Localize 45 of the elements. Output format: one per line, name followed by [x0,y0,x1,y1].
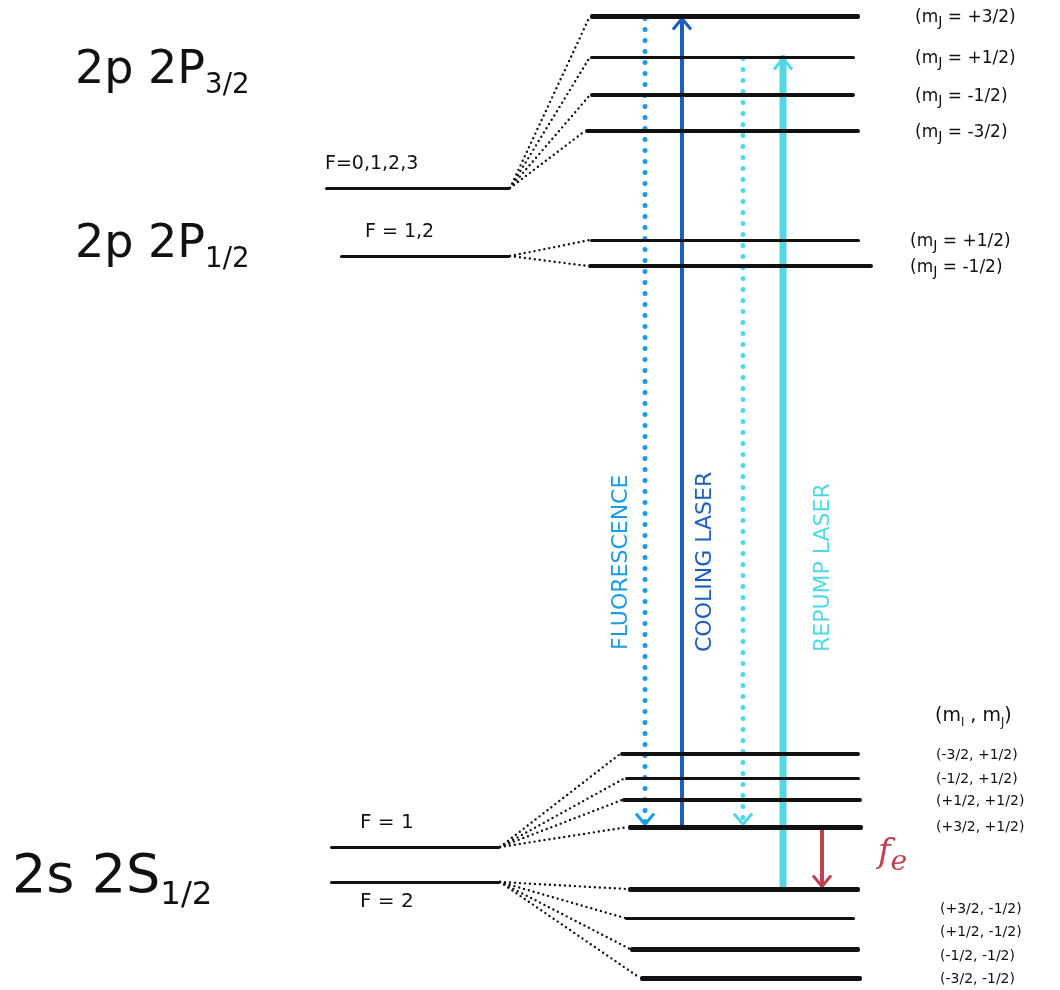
term-symbol: 2p 2P$_{3/2}$ [75,39,250,103]
level-label: (m$_{J}$ = +1/2) [910,230,1011,256]
energy-level-line [585,129,860,133]
quantum-number-label: (-1/2, -1/2) [940,946,1015,964]
term-symbol: 2p 2P$_{1/2}$ [75,213,250,277]
energy-level-line [630,946,860,952]
edge-label: COOLING LASER [692,471,716,652]
level-label: (m$_{J}$ = -3/2) [915,121,1008,147]
energy-level-line [625,916,855,920]
level-label: F = 2 [360,890,414,910]
level-label: (m$_{J}$ = +3/2) [915,6,1016,32]
level-label: F = 1,2 [365,220,435,240]
arrow [772,55,794,890]
edge-label: f$_{e}$ [878,838,908,873]
energy-level-line [590,238,860,242]
level-label: F = 1 [360,811,414,831]
level-label: (m$_{J}$ = +1/2) [915,47,1016,73]
energy-level-line [628,824,863,830]
quantum-number-label: (+3/2, -1/2) [940,899,1022,917]
edge-label: REPUMP LASER [810,483,834,652]
quantum-number-label: (+1/2, -1/2) [940,922,1022,940]
dotted-arrow [732,56,754,827]
level-label: F=0,1,2,3 [325,152,419,172]
quantum-number-label: (-3/2, +1/2) [936,745,1018,763]
edge-label: FLUORESCENCE [608,474,632,650]
arrow [671,16,693,827]
quantum-number-label: (+3/2, +1/2) [936,817,1025,835]
energy-level-line [622,798,862,802]
level-label: (m$_{J}$ = -1/2) [910,256,1003,282]
column-header: (m$_{I}$ , m$_{J}$) [935,702,1012,731]
quantum-number-label: (-1/2, +1/2) [936,769,1018,787]
level-label: (m$_{J}$ = -1/2) [915,85,1008,111]
energy-level-line [640,975,862,981]
energy-level-line [590,93,855,97]
energy-level-line [590,13,860,19]
term-symbol: 2s 2S$_{1/2}$ [12,841,213,914]
quantum-number-label: (-3/2, -1/2) [940,969,1015,987]
arrow [811,827,833,889]
energy-level-line [590,55,855,59]
energy-level-line [620,752,860,756]
energy-level-line [625,776,860,780]
quantum-number-label: (+1/2, +1/2) [936,791,1025,809]
energy-level-line [628,886,860,892]
dotted-arrow [634,16,656,827]
energy-level-line [588,264,873,268]
